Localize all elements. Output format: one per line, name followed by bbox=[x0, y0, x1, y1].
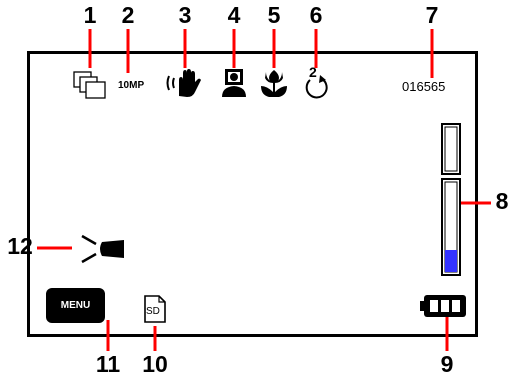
callout-12: 12 bbox=[7, 233, 33, 259]
battery-icon bbox=[420, 295, 466, 317]
menu-button[interactable]: MENU bbox=[46, 288, 105, 323]
callout-9: 9 bbox=[440, 351, 454, 377]
callout-6: 6 bbox=[309, 2, 323, 28]
lcd-screen-frame bbox=[27, 51, 478, 337]
callout-8: 8 bbox=[495, 188, 509, 214]
callout-10: 10 bbox=[142, 351, 168, 377]
anti-shake-icon bbox=[166, 69, 201, 97]
callout-2: 2 bbox=[121, 2, 135, 28]
flash-icon bbox=[81, 234, 124, 264]
continuous-shot-icon bbox=[73, 71, 106, 99]
callout-11: 11 bbox=[95, 351, 121, 377]
shot-counter: 016565 bbox=[402, 79, 446, 94]
zoom-level-fill bbox=[445, 250, 457, 272]
sd-card-icon bbox=[144, 295, 166, 323]
callout-3: 3 bbox=[178, 2, 192, 28]
resolution-label: 10MP bbox=[118, 80, 145, 91]
self-timer-value: 2 bbox=[309, 64, 317, 80]
callout-5: 5 bbox=[267, 2, 281, 28]
callout-1: 1 bbox=[83, 2, 97, 28]
callout-7: 7 bbox=[425, 2, 439, 28]
self-timer-icon bbox=[305, 75, 328, 99]
macro-icon bbox=[261, 70, 287, 97]
zoom-bar bbox=[441, 123, 461, 276]
face-detect-icon bbox=[222, 69, 246, 97]
sd-card-label: SD bbox=[146, 306, 160, 317]
callout-4: 4 bbox=[227, 2, 241, 28]
